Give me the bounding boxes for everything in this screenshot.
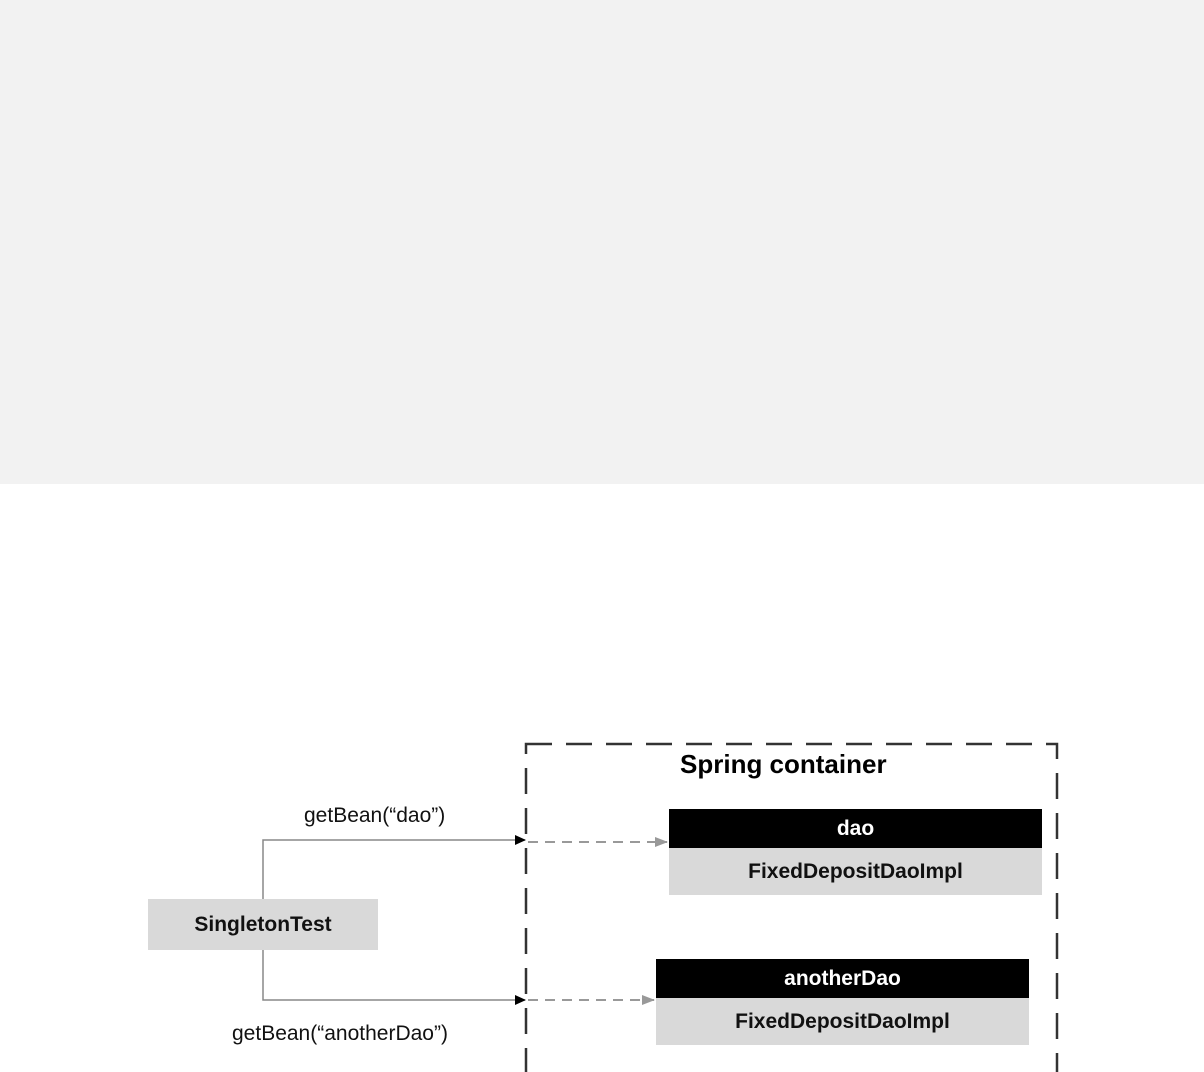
- call-connector-dao: [262, 835, 526, 899]
- bean-class-another-dao: FixedDepositDaoImpl: [656, 998, 1029, 1045]
- get-bean-another-dao-label: getBean(“anotherDao”): [232, 1022, 448, 1045]
- bean-class-dao: FixedDepositDaoImpl: [669, 848, 1042, 895]
- call-connector-another-dao: [262, 950, 526, 1005]
- spring-container-title: Spring container: [680, 749, 887, 779]
- bean-name-another-dao: anotherDao: [656, 959, 1029, 998]
- top-background-band: [0, 0, 1204, 484]
- get-bean-dao-label: getBean(“dao”): [304, 804, 446, 827]
- spring-container-boundary: [524, 742, 1059, 1072]
- singleton-test-box: SingletonTest: [148, 899, 378, 950]
- bean-name-dao: dao: [669, 809, 1042, 848]
